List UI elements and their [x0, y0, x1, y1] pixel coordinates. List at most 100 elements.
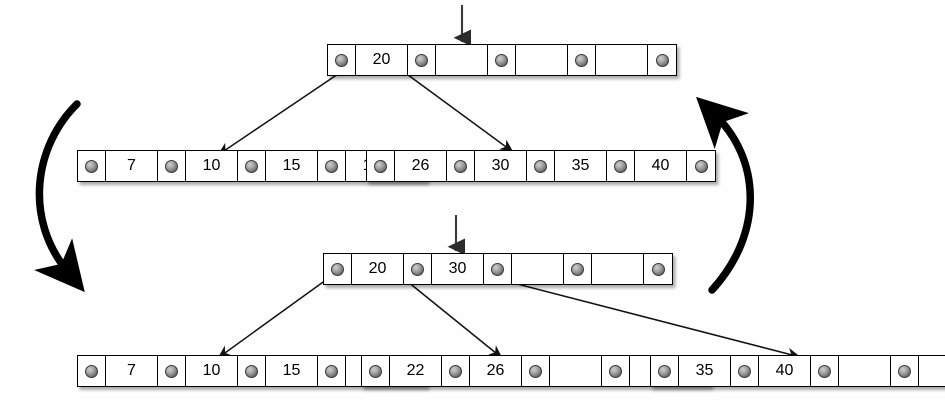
- root-node-before[interactable]: 20: [327, 44, 677, 76]
- key-cell[interactable]: 35: [555, 151, 607, 181]
- pointer-dot-icon: [529, 364, 542, 378]
- pointer-dot-icon: [818, 364, 831, 378]
- key-cell[interactable]: 20: [352, 254, 404, 284]
- pointer-cell[interactable]: [447, 151, 475, 181]
- pointer-dot-icon: [415, 53, 428, 67]
- pointer-cell[interactable]: [687, 151, 715, 181]
- pointer-dot-icon: [165, 159, 178, 173]
- key-cell[interactable]: [512, 254, 564, 284]
- pointer-cell[interactable]: [564, 254, 592, 284]
- key-label: 15: [282, 362, 301, 379]
- pointer-cell[interactable]: [891, 356, 919, 386]
- key-label: 7: [127, 157, 136, 174]
- pointer-cell[interactable]: [367, 151, 395, 181]
- pointer-cell[interactable]: [78, 151, 106, 181]
- pointer-dot-icon: [571, 262, 584, 276]
- pointer-cell[interactable]: [324, 254, 352, 284]
- key-cell[interactable]: 20: [356, 45, 408, 75]
- pointer-cell[interactable]: [488, 45, 516, 75]
- connector-root-to-leaf-left-before: [217, 71, 342, 156]
- pointer-cell[interactable]: [318, 151, 346, 181]
- leaf-right-before[interactable]: 26 30 35 40: [366, 150, 716, 182]
- key-label: 22: [406, 362, 425, 379]
- pointer-cell[interactable]: [651, 356, 679, 386]
- pointer-cell[interactable]: [731, 356, 759, 386]
- pointer-cell[interactable]: [568, 45, 596, 75]
- key-cell[interactable]: [592, 254, 644, 284]
- pointer-dot-icon: [245, 159, 258, 173]
- pointer-dot-icon: [374, 159, 387, 173]
- pointer-dot-icon: [495, 53, 508, 67]
- key-label: 35: [695, 362, 714, 379]
- connector-root-to-leaf-left-after: [217, 271, 338, 359]
- pointer-dot-icon: [651, 262, 665, 276]
- key-cell[interactable]: 22: [390, 356, 442, 386]
- key-label: 15: [282, 157, 301, 174]
- pointer-dot-icon: [85, 159, 98, 173]
- key-cell[interactable]: [550, 356, 602, 386]
- pointer-cell[interactable]: [78, 356, 106, 386]
- key-cell[interactable]: 7: [106, 356, 158, 386]
- pointer-dot-icon: [325, 159, 338, 173]
- leaf-middle-after[interactable]: 22 26: [361, 355, 711, 387]
- pointer-cell[interactable]: [527, 151, 555, 181]
- pointer-cell[interactable]: [811, 356, 839, 386]
- key-label: 10: [202, 362, 221, 379]
- key-cell[interactable]: 26: [470, 356, 522, 386]
- pointer-cell[interactable]: [238, 356, 266, 386]
- key-cell[interactable]: 15: [266, 356, 318, 386]
- pointer-cell[interactable]: [158, 356, 186, 386]
- pointer-dot-icon: [245, 364, 258, 378]
- pointer-dot-icon: [534, 159, 547, 173]
- key-cell[interactable]: 7: [106, 151, 158, 181]
- key-cell[interactable]: 10: [186, 356, 238, 386]
- pointer-cell[interactable]: [602, 356, 630, 386]
- key-cell[interactable]: [596, 45, 648, 75]
- key-label: 20: [372, 51, 391, 68]
- key-label: 7: [127, 362, 136, 379]
- pointer-dot-icon: [609, 364, 622, 378]
- pointer-dot-icon: [325, 364, 338, 378]
- key-cell[interactable]: [516, 45, 568, 75]
- key-cell[interactable]: 40: [635, 151, 687, 181]
- root-node-after[interactable]: 20 30: [323, 253, 673, 285]
- pointer-dot-icon: [614, 159, 627, 173]
- pointer-cell[interactable]: [238, 151, 266, 181]
- key-label: 30: [448, 260, 467, 277]
- key-cell[interactable]: 30: [475, 151, 527, 181]
- pointer-dot-icon: [658, 364, 671, 378]
- leaf-right-after[interactable]: 35 40: [650, 355, 945, 387]
- pointer-cell[interactable]: [522, 356, 550, 386]
- pointer-cell[interactable]: [328, 45, 356, 75]
- pointer-cell[interactable]: [607, 151, 635, 181]
- pointer-cell[interactable]: [442, 356, 470, 386]
- pointer-cell[interactable]: [318, 356, 346, 386]
- key-cell[interactable]: 15: [266, 151, 318, 181]
- pointer-dot-icon: [694, 159, 708, 173]
- key-cell[interactable]: [839, 356, 891, 386]
- right-flow-arrow: [696, 96, 754, 294]
- key-cell[interactable]: 26: [395, 151, 447, 181]
- key-cell[interactable]: 40: [759, 356, 811, 386]
- pointer-cell[interactable]: [484, 254, 512, 284]
- pointer-cell[interactable]: [362, 356, 390, 386]
- key-label: 26: [486, 362, 505, 379]
- pointer-dot-icon: [449, 364, 462, 378]
- key-cell[interactable]: 10: [186, 151, 238, 181]
- pointer-dot-icon: [411, 262, 424, 276]
- key-cell[interactable]: 30: [432, 254, 484, 284]
- pointer-cell[interactable]: [404, 254, 432, 284]
- pointer-cell[interactable]: [408, 45, 436, 75]
- pointer-dot-icon: [738, 364, 751, 378]
- key-cell[interactable]: [436, 45, 488, 75]
- left-flow-arrow: [34, 100, 85, 293]
- key-cell[interactable]: 35: [679, 356, 731, 386]
- pointer-dot-icon: [655, 53, 669, 67]
- pointer-cell[interactable]: [644, 254, 672, 284]
- key-cell[interactable]: [919, 356, 945, 386]
- pointer-cell[interactable]: [158, 151, 186, 181]
- pointer-dot-icon: [335, 53, 348, 67]
- pointer-cell[interactable]: [648, 45, 676, 75]
- pointer-dot-icon: [454, 159, 467, 173]
